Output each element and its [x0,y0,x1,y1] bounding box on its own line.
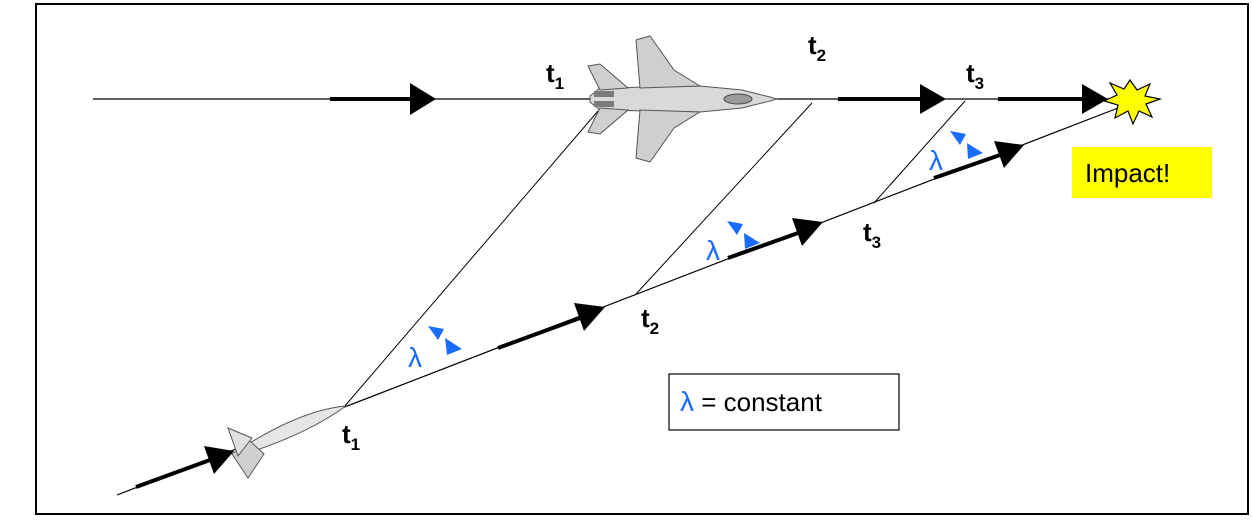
missile-icon [228,406,346,478]
impact-label: Impact! [1085,158,1170,188]
target-t2-label: t2 [808,30,826,65]
missile-t1-label: t1 [342,419,360,454]
los-line-t3 [874,101,965,203]
explosion-icon [1104,80,1160,124]
lambda-arrow-1a [428,326,444,340]
target-t3-label: t3 [966,58,984,93]
lambda-arrow-3b [967,143,983,159]
lambda-label-3: λ [929,145,943,176]
legend-equals-constant: = constant [694,387,823,417]
lambda-arrow-1b [445,338,462,355]
target-t1-label: t1 [546,58,564,93]
lambda-label-2: λ [706,235,720,266]
lambda-label-1: λ [408,342,422,373]
lambda-arrow-3a [950,131,966,145]
missile-t2-label: t2 [641,303,659,338]
fighter-jet-icon [588,36,777,162]
legend-lambda-symbol: λ [680,386,694,417]
los-line-t1 [344,111,598,407]
legend-text: λ = constant [680,386,823,417]
lambda-arrow-2a [727,221,743,235]
target-arrow-1 [410,83,436,115]
target-arrow-3 [1082,84,1108,114]
target-arrow-2 [920,84,946,114]
missile-t3-label: t3 [863,217,881,252]
